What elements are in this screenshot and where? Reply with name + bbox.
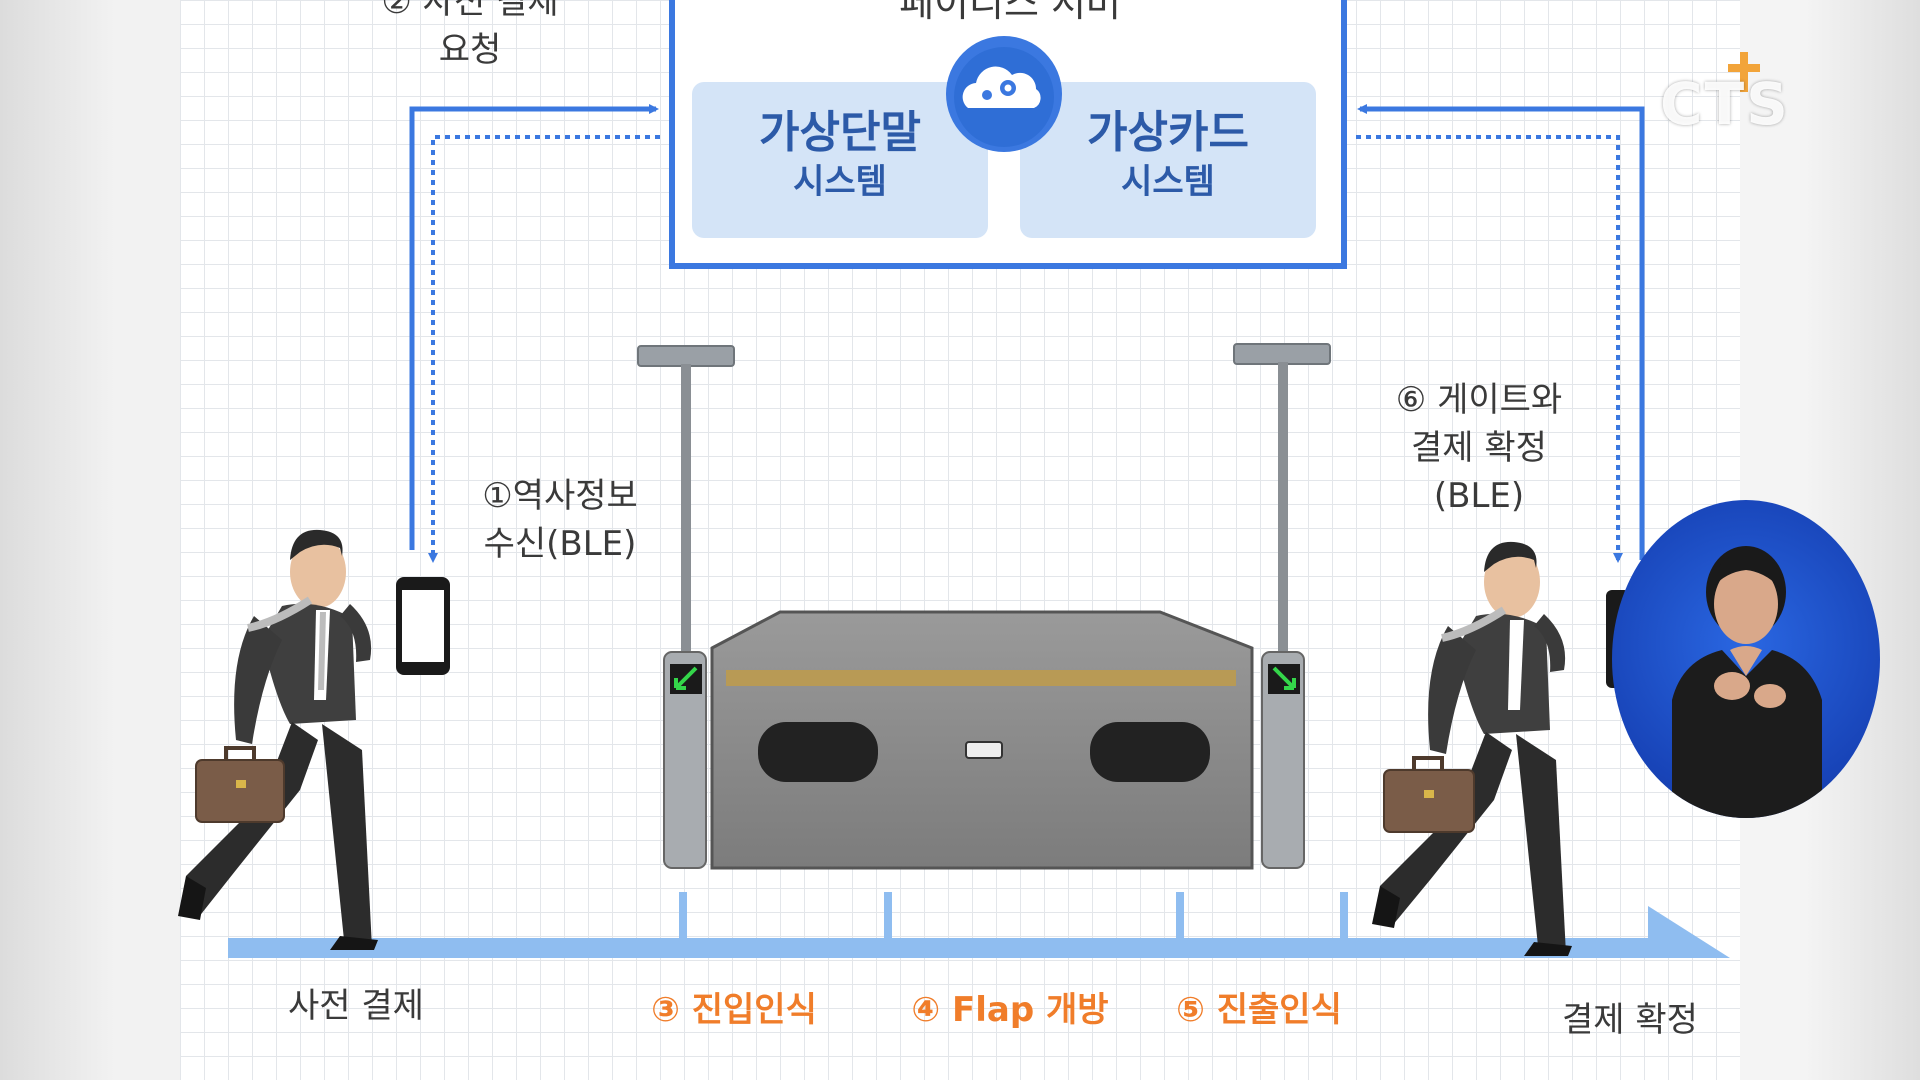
- right-dotted-arrow: [1356, 135, 1623, 563]
- step-6-line1: ⑥ 게이트와: [1395, 380, 1563, 420]
- virtual-terminal-system: 가상단말 시스템: [692, 106, 988, 204]
- virtual-terminal-system-line1: 가상단말: [759, 107, 921, 158]
- right-solid-arrow: [1357, 104, 1645, 560]
- step-1-label: ①역사정보 수신(BLE): [450, 472, 670, 568]
- gate-body: [710, 610, 1254, 870]
- virtual-card-system-line2: 시스템: [1121, 162, 1215, 202]
- timeline-start-label: 사전 결제: [288, 986, 424, 1026]
- step-6-label: ⑥ 게이트와 결제 확정 (BLE): [1364, 376, 1594, 520]
- virtual-terminal-system-line2: 시스템: [793, 162, 887, 202]
- step-1-line2: 수신(BLE): [483, 524, 637, 564]
- person-walking-icon-right: [1372, 541, 1572, 956]
- step-5-label: ⑤ 진출인식: [1176, 990, 1342, 1030]
- step-2-line1: ② 사전 결제: [381, 0, 559, 22]
- left-solid-arrow: [409, 104, 659, 550]
- gate-post-left: [663, 651, 707, 869]
- step-6-line3: (BLE): [1433, 476, 1525, 516]
- virtual-card-system: 가상카드 시스템: [1020, 106, 1316, 204]
- server-box: [669, 0, 1347, 269]
- timeline-bar: [228, 892, 1730, 958]
- sign-language-interpreter: [1612, 500, 1880, 818]
- gate-poles: [637, 343, 1331, 658]
- virtual-card-system-line1: 가상카드: [1087, 107, 1249, 158]
- step-2-label: ② 사전 결제 요청: [360, 0, 580, 74]
- smartphone-icon: [396, 577, 450, 675]
- person-walking-icon: [178, 529, 378, 950]
- step-1-line1: ①역사정보: [482, 476, 638, 516]
- step-6-line2: 결제 확정: [1411, 428, 1547, 468]
- server-title: 페이리스 서버: [899, 0, 1121, 25]
- step-2-line2: 요청: [438, 30, 502, 70]
- logo-text: CTS: [1660, 70, 1790, 138]
- timeline-end-label: 결제 확정: [1562, 1000, 1698, 1040]
- cloud-gear-icon: [946, 36, 1062, 152]
- briefcase-icon: [195, 746, 285, 823]
- interpreter-figure: [1672, 546, 1822, 818]
- broadcaster-logo: CTS: [1660, 48, 1790, 138]
- briefcase-icon-right: [1383, 756, 1475, 833]
- step-3-label: ③ 진입인식: [651, 990, 817, 1030]
- cross-icon: [1728, 52, 1760, 92]
- gate-post-right: [1261, 651, 1305, 869]
- step-4-label: ④ Flap 개방: [911, 990, 1109, 1030]
